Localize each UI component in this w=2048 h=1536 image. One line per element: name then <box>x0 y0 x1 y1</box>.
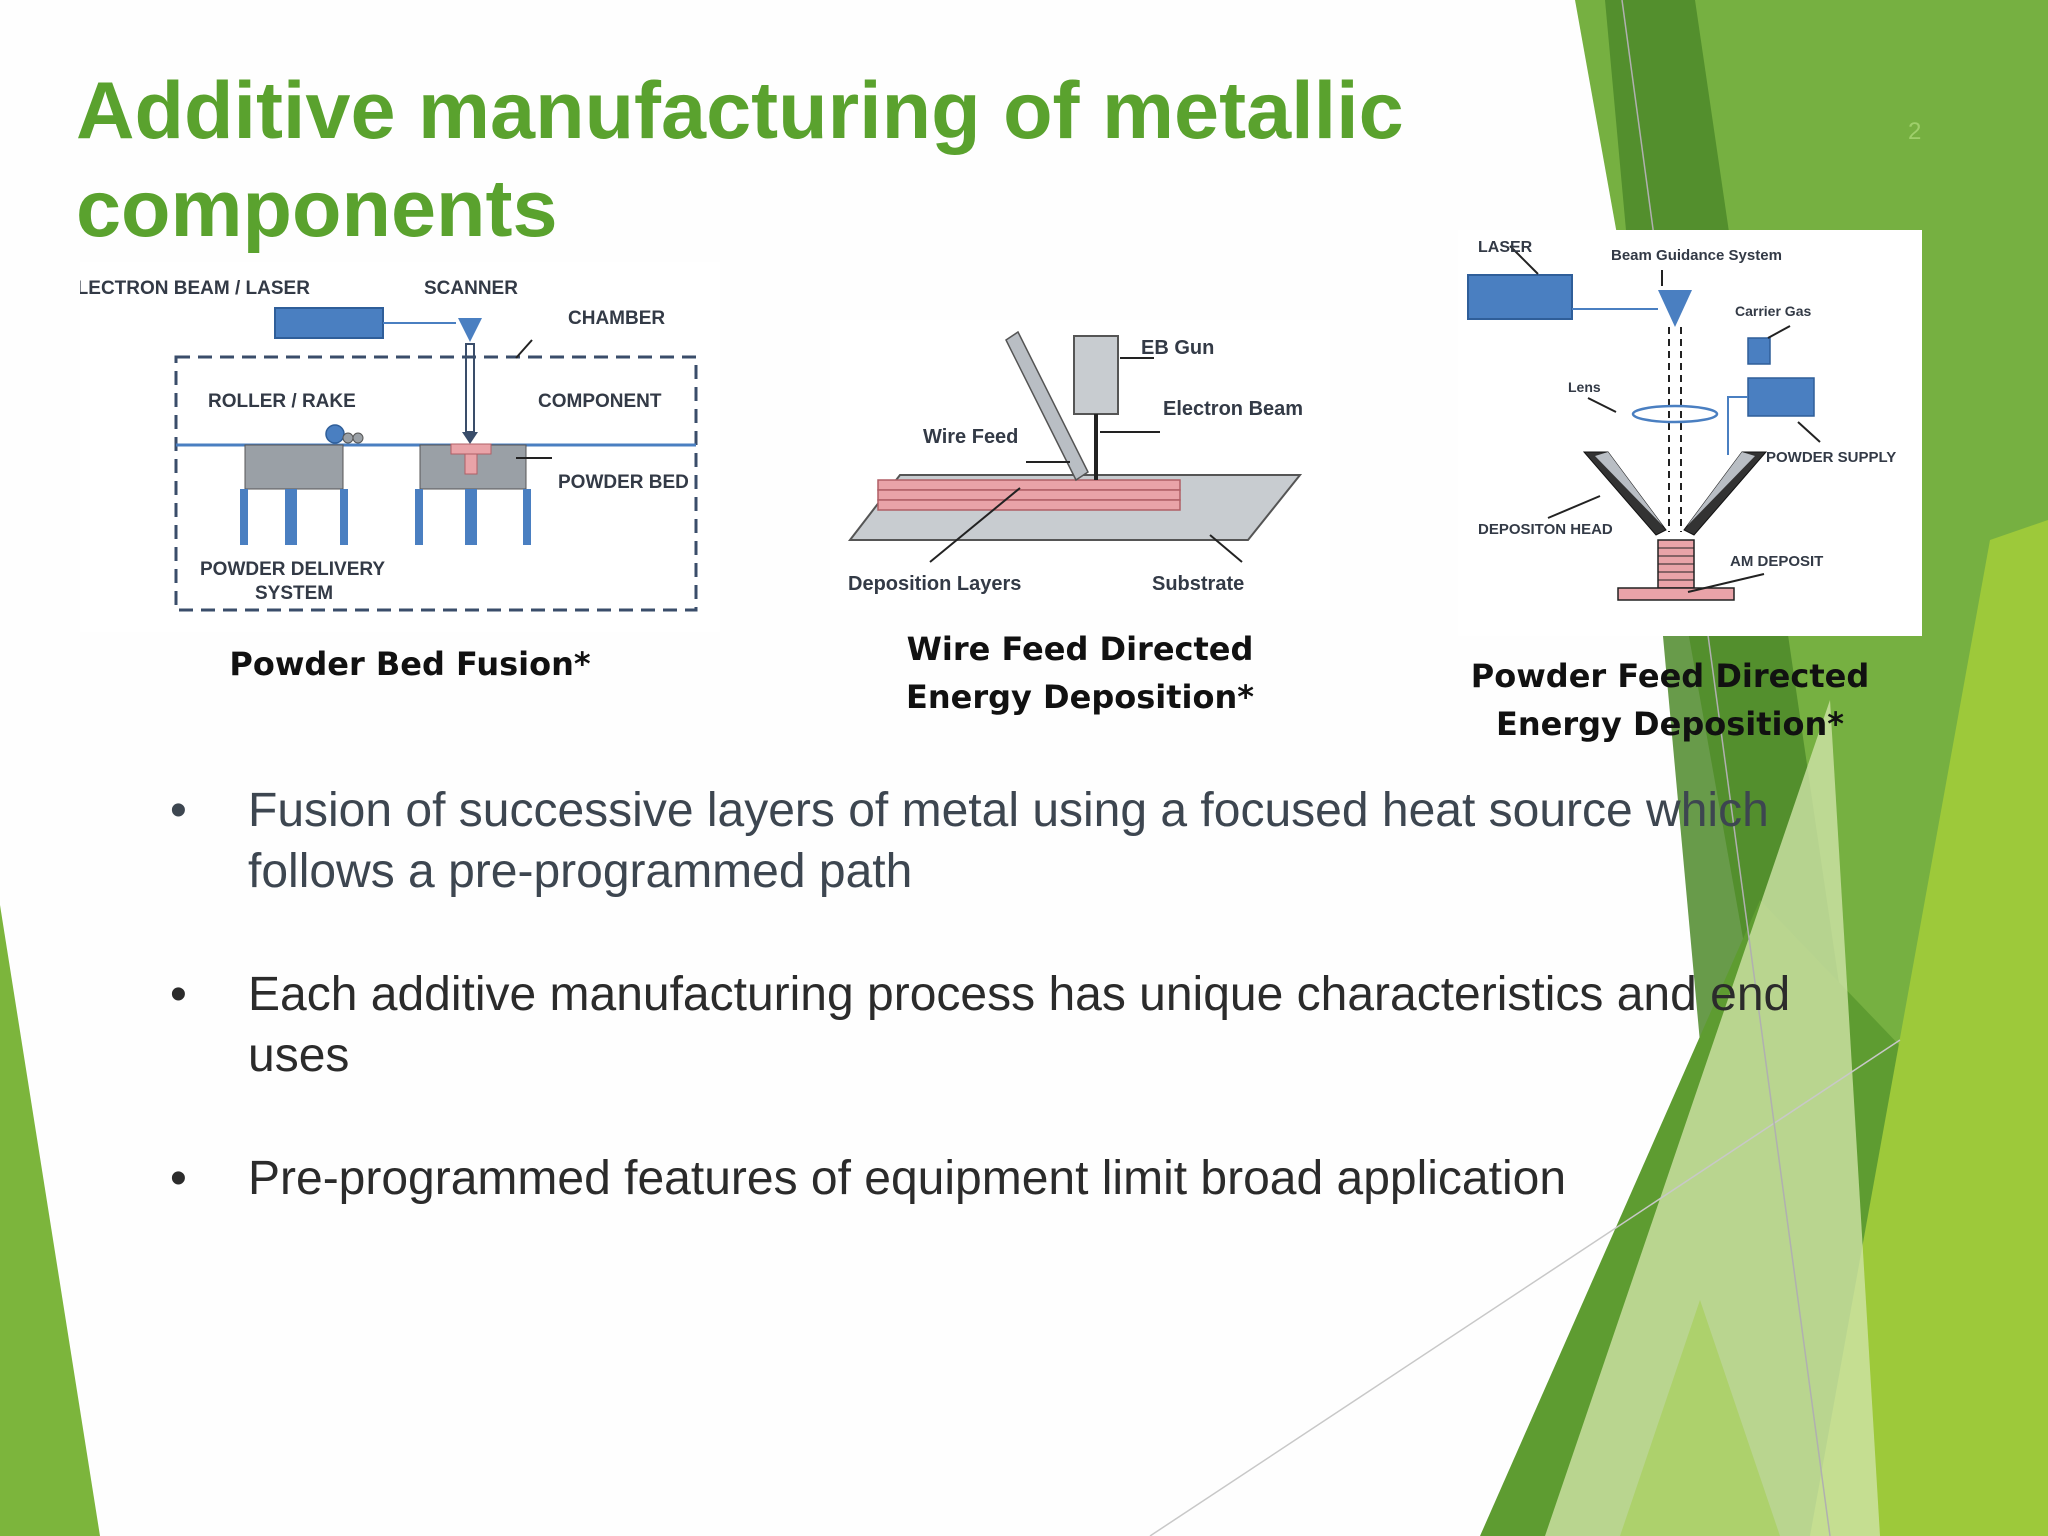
bullet-text: Pre-programmed features of equipment lim… <box>248 1152 1567 1205</box>
beam-source-box <box>274 307 384 339</box>
label-powder-supply: POWDER SUPPLY <box>1766 449 1896 466</box>
label-delivery-2: SYSTEM <box>255 583 333 604</box>
bullet-item: • Pre-programmed features of equipment l… <box>170 1148 1830 1209</box>
powder-reservoir <box>244 444 344 490</box>
label-eb-gun: EB Gun <box>1141 337 1214 359</box>
label-laser: LASER <box>1478 239 1533 256</box>
powder-bed-fusion-diagram: ELECTRON BEAM / LASER SCANNER CHAMBER RO… <box>80 262 720 632</box>
label-beam-guidance: Beam Guidance System <box>1611 247 1782 264</box>
label-substrate: Substrate <box>1152 573 1244 595</box>
slide-title: Additive manufacturing of metallic compo… <box>76 66 1404 254</box>
beam-guidance-icon <box>1658 290 1692 327</box>
label-component: COMPONENT <box>538 391 662 412</box>
laser-source-box <box>1467 274 1573 320</box>
label-electron-beam: Electron Beam <box>1163 398 1303 420</box>
label-deposition-layers: Deposition Layers <box>848 573 1021 595</box>
roller-icon <box>325 424 345 444</box>
label-delivery-1: POWDER DELIVERY <box>200 559 385 580</box>
chamber-box <box>174 355 698 612</box>
bullet-text: Each additive manufacturing process has … <box>248 968 1791 1082</box>
wire-feed-ded-diagram: EB Gun Electron Beam Wire Feed Depositio… <box>830 320 1330 610</box>
slide-number: 2 <box>1908 118 1922 145</box>
lens-icon <box>1631 404 1719 424</box>
label-deposition-head: DEPOSITON HEAD <box>1478 521 1613 538</box>
label-powder-bed: POWDER BED <box>558 472 689 493</box>
powder-feed-ded-diagram: LASER Beam Guidance System Carrier Gas L… <box>1458 230 1922 636</box>
label-scanner: SCANNER <box>424 278 518 299</box>
bullet-item: • Fusion of successive layers of metal u… <box>170 780 1830 902</box>
label-roller: ROLLER / RAKE <box>208 391 356 412</box>
caption-wire-feed-ded: Wire Feed Directed Energy Deposition* <box>906 630 1254 716</box>
bullet-marker: • <box>170 784 187 837</box>
eb-gun-icon <box>1073 335 1119 415</box>
caption-powder-feed-ded: Powder Feed Directed Energy Deposition* <box>1470 657 1870 743</box>
label-am-deposit: AM DEPOSIT <box>1730 553 1823 570</box>
bullet-text: Fusion of successive layers of metal usi… <box>248 784 1769 898</box>
bullet-item: • Each additive manufacturing process ha… <box>170 964 1830 1086</box>
scanner-icon <box>458 318 482 342</box>
label-lens: Lens <box>1568 379 1601 395</box>
label-carrier-gas: Carrier Gas <box>1735 303 1811 319</box>
component-part <box>464 453 478 475</box>
wire-feed-icon <box>1005 330 1089 482</box>
label-beam-source: ELECTRON BEAM / LASER <box>80 278 310 299</box>
bullet-marker: • <box>170 1152 187 1205</box>
carrier-gas-box <box>1747 337 1771 365</box>
label-chamber: CHAMBER <box>568 308 665 329</box>
bullet-list: • Fusion of successive layers of metal u… <box>170 780 1830 1271</box>
powder-supply-box <box>1747 377 1815 417</box>
label-wire-feed: Wire Feed <box>923 426 1018 448</box>
caption-powder-bed-fusion: Powder Bed Fusion* <box>229 645 591 683</box>
bullet-marker: • <box>170 968 187 1021</box>
